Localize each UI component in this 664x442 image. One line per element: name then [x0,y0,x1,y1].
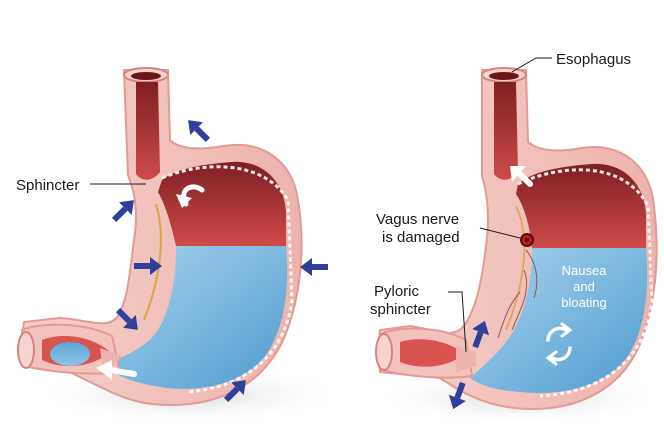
right-pylorus-closed [456,346,476,372]
churning-cycle-icon [545,322,573,366]
left-pressure-arrows [111,120,328,403]
nausea-label-line3: bloating [561,295,607,310]
nausea-label-line2: and [573,279,595,294]
right-pressure-arrows [448,320,490,410]
right-esophagus-lumen [494,82,518,180]
left-gastric-fluid [104,246,288,389]
vagus-leader-line [479,227,521,239]
right-gastric-fluid [470,248,648,393]
outflow-arrow-icon [96,360,137,380]
reflux-arrow-icon [510,166,533,187]
inward-pressure-arrow-icon [223,380,246,403]
inward-pressure-arrow-icon [115,307,138,330]
inward-pressure-arrow-icon [188,120,211,143]
nerve-lesion-icon [520,233,534,247]
left-vagus-nerve [143,203,162,321]
right-vagus-nerve [497,205,538,339]
inward-pressure-arrow-icon [448,381,466,410]
left-fundus-cavity [158,161,286,246]
inward-pressure-arrow-icon [472,320,490,349]
inward-pressure-arrow-icon [300,258,328,276]
left-bolus [50,342,90,366]
vagus-label-line1: Vagus nerve [376,211,459,228]
reflux-arrow-icon [176,184,205,208]
pyloric-label-line1: Pyloric [374,283,420,300]
left-stomach: Sphincter [16,67,340,423]
right-fundus-cavity [516,163,646,248]
pyloric-label-line2: sphincter [370,301,431,318]
pyloric-leader-line [448,291,467,353]
esophagus-label: Esophagus [556,51,631,68]
esophagus-leader-line [511,57,552,73]
inward-pressure-arrow-icon [134,257,162,275]
vagus-label-line2: is damaged [382,229,460,246]
sphincter-label: Sphincter [16,177,79,194]
nausea-label-line1: Nausea [562,263,608,278]
right-stomach: Nausea and bloating Esophagus Vagus nerv… [370,51,660,424]
inward-pressure-arrow-icon [111,200,134,223]
left-esophagus-lumen [136,82,160,180]
